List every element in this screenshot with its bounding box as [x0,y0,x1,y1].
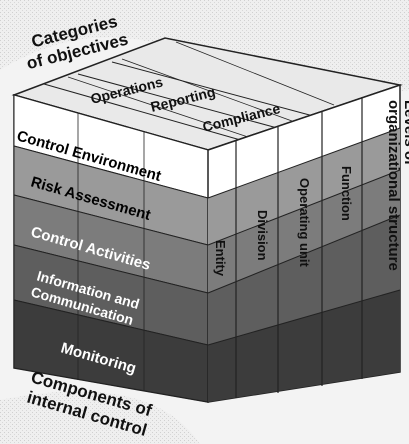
cube-front-face [13,94,209,403]
level-label-division: Division [255,210,270,261]
level-label-entity: Entity [213,240,228,277]
cube-right-face [207,83,401,403]
level-label-operating-unit: Operating unit [297,178,312,268]
side-label-line1: Levels of [401,100,409,166]
level-label-function: Function [339,166,354,221]
side-label-line2: organizational structure [385,100,402,271]
